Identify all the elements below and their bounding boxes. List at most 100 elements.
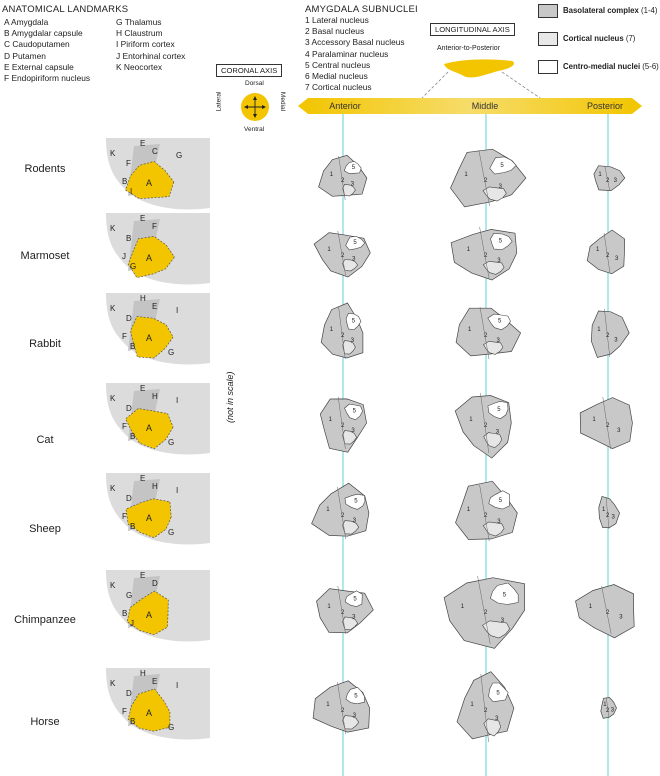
nucleus-divider [480, 392, 490, 454]
cortical-region [482, 186, 507, 202]
nucleus-number: 1 [470, 702, 474, 708]
subnuclei-section [590, 310, 630, 358]
cortical-region [482, 260, 505, 275]
subnucleus-item: 5 Central nucleus [305, 59, 371, 70]
nucleus-number: 5 [499, 498, 503, 504]
nucleus-divider [478, 149, 490, 207]
nucleus-divider [338, 155, 346, 201]
nucleus-number: 2 [484, 423, 488, 429]
landmark-letter: B [122, 177, 127, 186]
landmark-letter: E [152, 302, 157, 311]
cortical-region [342, 340, 356, 355]
basolateral-swatch [538, 4, 558, 18]
dorsal-label: Dorsal [245, 80, 264, 87]
coronal-axis-label: CORONAL AXIS [216, 64, 283, 77]
nucleus-number: 3 [351, 338, 355, 344]
landmarks-title: ANATOMICAL LANDMARKS [2, 4, 129, 15]
nucleus-number: 5 [352, 165, 356, 171]
nucleus-number: 2 [484, 253, 488, 259]
nucleus-number: 5 [497, 407, 501, 413]
landmark-letter: B [126, 234, 131, 243]
landmark-letter: F [152, 222, 157, 231]
cortical-region [342, 184, 356, 197]
amygdala-letter: A [146, 708, 152, 718]
nucleus-number: 1 [329, 417, 333, 423]
nucleus-divider [604, 165, 610, 191]
nucleus-number: 3 [352, 257, 356, 263]
subnucleus-item: 7 Cortical nucleus [305, 82, 372, 93]
landmark-letter: G [168, 528, 174, 537]
landmark-letter: K [110, 224, 116, 233]
landmark-letter: I [176, 681, 178, 690]
subnuclei-section [318, 154, 368, 197]
subnucleus-item: 1 Lateral nucleus [305, 15, 369, 25]
column-middle: Middle [471, 101, 499, 111]
species-cat: Cat [36, 434, 54, 446]
nucleus-number: 5 [353, 240, 357, 246]
region-legend-item: Basolateral complex (1-4) [538, 4, 659, 18]
landmark-letter: F [122, 707, 127, 716]
amygdala-letter: A [146, 423, 152, 433]
centromedial-region [488, 682, 509, 703]
nucleus-number: 5 [354, 499, 358, 505]
landmark-letter: H [140, 669, 146, 678]
nucleus-divider [337, 396, 346, 450]
landmark-letter: G [126, 591, 132, 600]
nucleus-number: 2 [606, 253, 610, 259]
landmark-letter: K [110, 149, 116, 158]
amygdala-shape [125, 161, 175, 199]
scale-note: (not in scale) [225, 371, 235, 423]
landmark-letter: B [130, 342, 135, 351]
nucleus-number: 5 [352, 319, 356, 325]
nucleus-number: 3 [351, 428, 355, 434]
landmark-letter: C [152, 147, 158, 156]
landmark-item: C Caudoputamen [4, 39, 70, 50]
compass-icon [241, 93, 269, 121]
nucleus-divider [601, 585, 612, 635]
landmark-letter: B [130, 432, 135, 441]
nucleus-number: 1 [327, 604, 331, 610]
landmark-item: H Claustrum [116, 28, 163, 39]
nucleus-number: 1 [597, 327, 601, 333]
centromedial-region [344, 493, 366, 510]
nucleus-number: 3 [611, 708, 615, 714]
nucleus-number: 3 [619, 614, 623, 620]
amygdala-letter: A [146, 253, 152, 263]
nucleus-divider [604, 308, 611, 358]
cortical-region [342, 430, 357, 445]
nucleus-number: 2 [484, 333, 488, 339]
landmark-letter: D [126, 494, 132, 503]
nucleus-number: 5 [496, 690, 500, 696]
nucleus-divider [603, 232, 611, 274]
centromedial-region [488, 490, 511, 510]
nucleus-number: 1 [326, 702, 330, 708]
landmark-item: J Entorhinal cortex [116, 50, 186, 61]
subnuclei-section [575, 584, 635, 639]
nucleus-number: 2 [341, 253, 345, 259]
region-legend: Basolateral complex (1-4) Cortical nucle… [538, 4, 659, 74]
landmark-letter: K [110, 304, 116, 313]
nucleus-number: 1 [598, 172, 602, 178]
nucleus-number: 2 [341, 513, 345, 519]
landmark-letter: J [130, 619, 134, 628]
subnuclei-title: AMYGDALA SUBNUCLEI [305, 4, 418, 15]
centromedial-region [345, 312, 362, 330]
nucleus-number: 3 [612, 515, 616, 521]
species-marmoset: Marmoset [20, 250, 70, 262]
nucleus-number: 5 [503, 592, 507, 598]
landmark-letter: E [140, 571, 145, 580]
nucleus-number: 5 [353, 596, 357, 602]
nucleus-divider [337, 230, 346, 276]
nucleus-number: 1 [327, 247, 331, 253]
landmark-letter: J [122, 252, 126, 261]
landmark-letter: F [122, 422, 127, 431]
nucleus-number: 3 [501, 618, 505, 624]
nucleus-divider [337, 585, 346, 635]
species-sheep: Sheep [29, 523, 61, 535]
centromedial-region [343, 160, 362, 174]
landmark-letter: G [168, 723, 174, 732]
amygdala-letter: A [146, 178, 152, 188]
longitudinal-arrow [298, 98, 642, 114]
amygdala-shape [125, 408, 174, 450]
amygdala-letter: A [146, 513, 152, 523]
